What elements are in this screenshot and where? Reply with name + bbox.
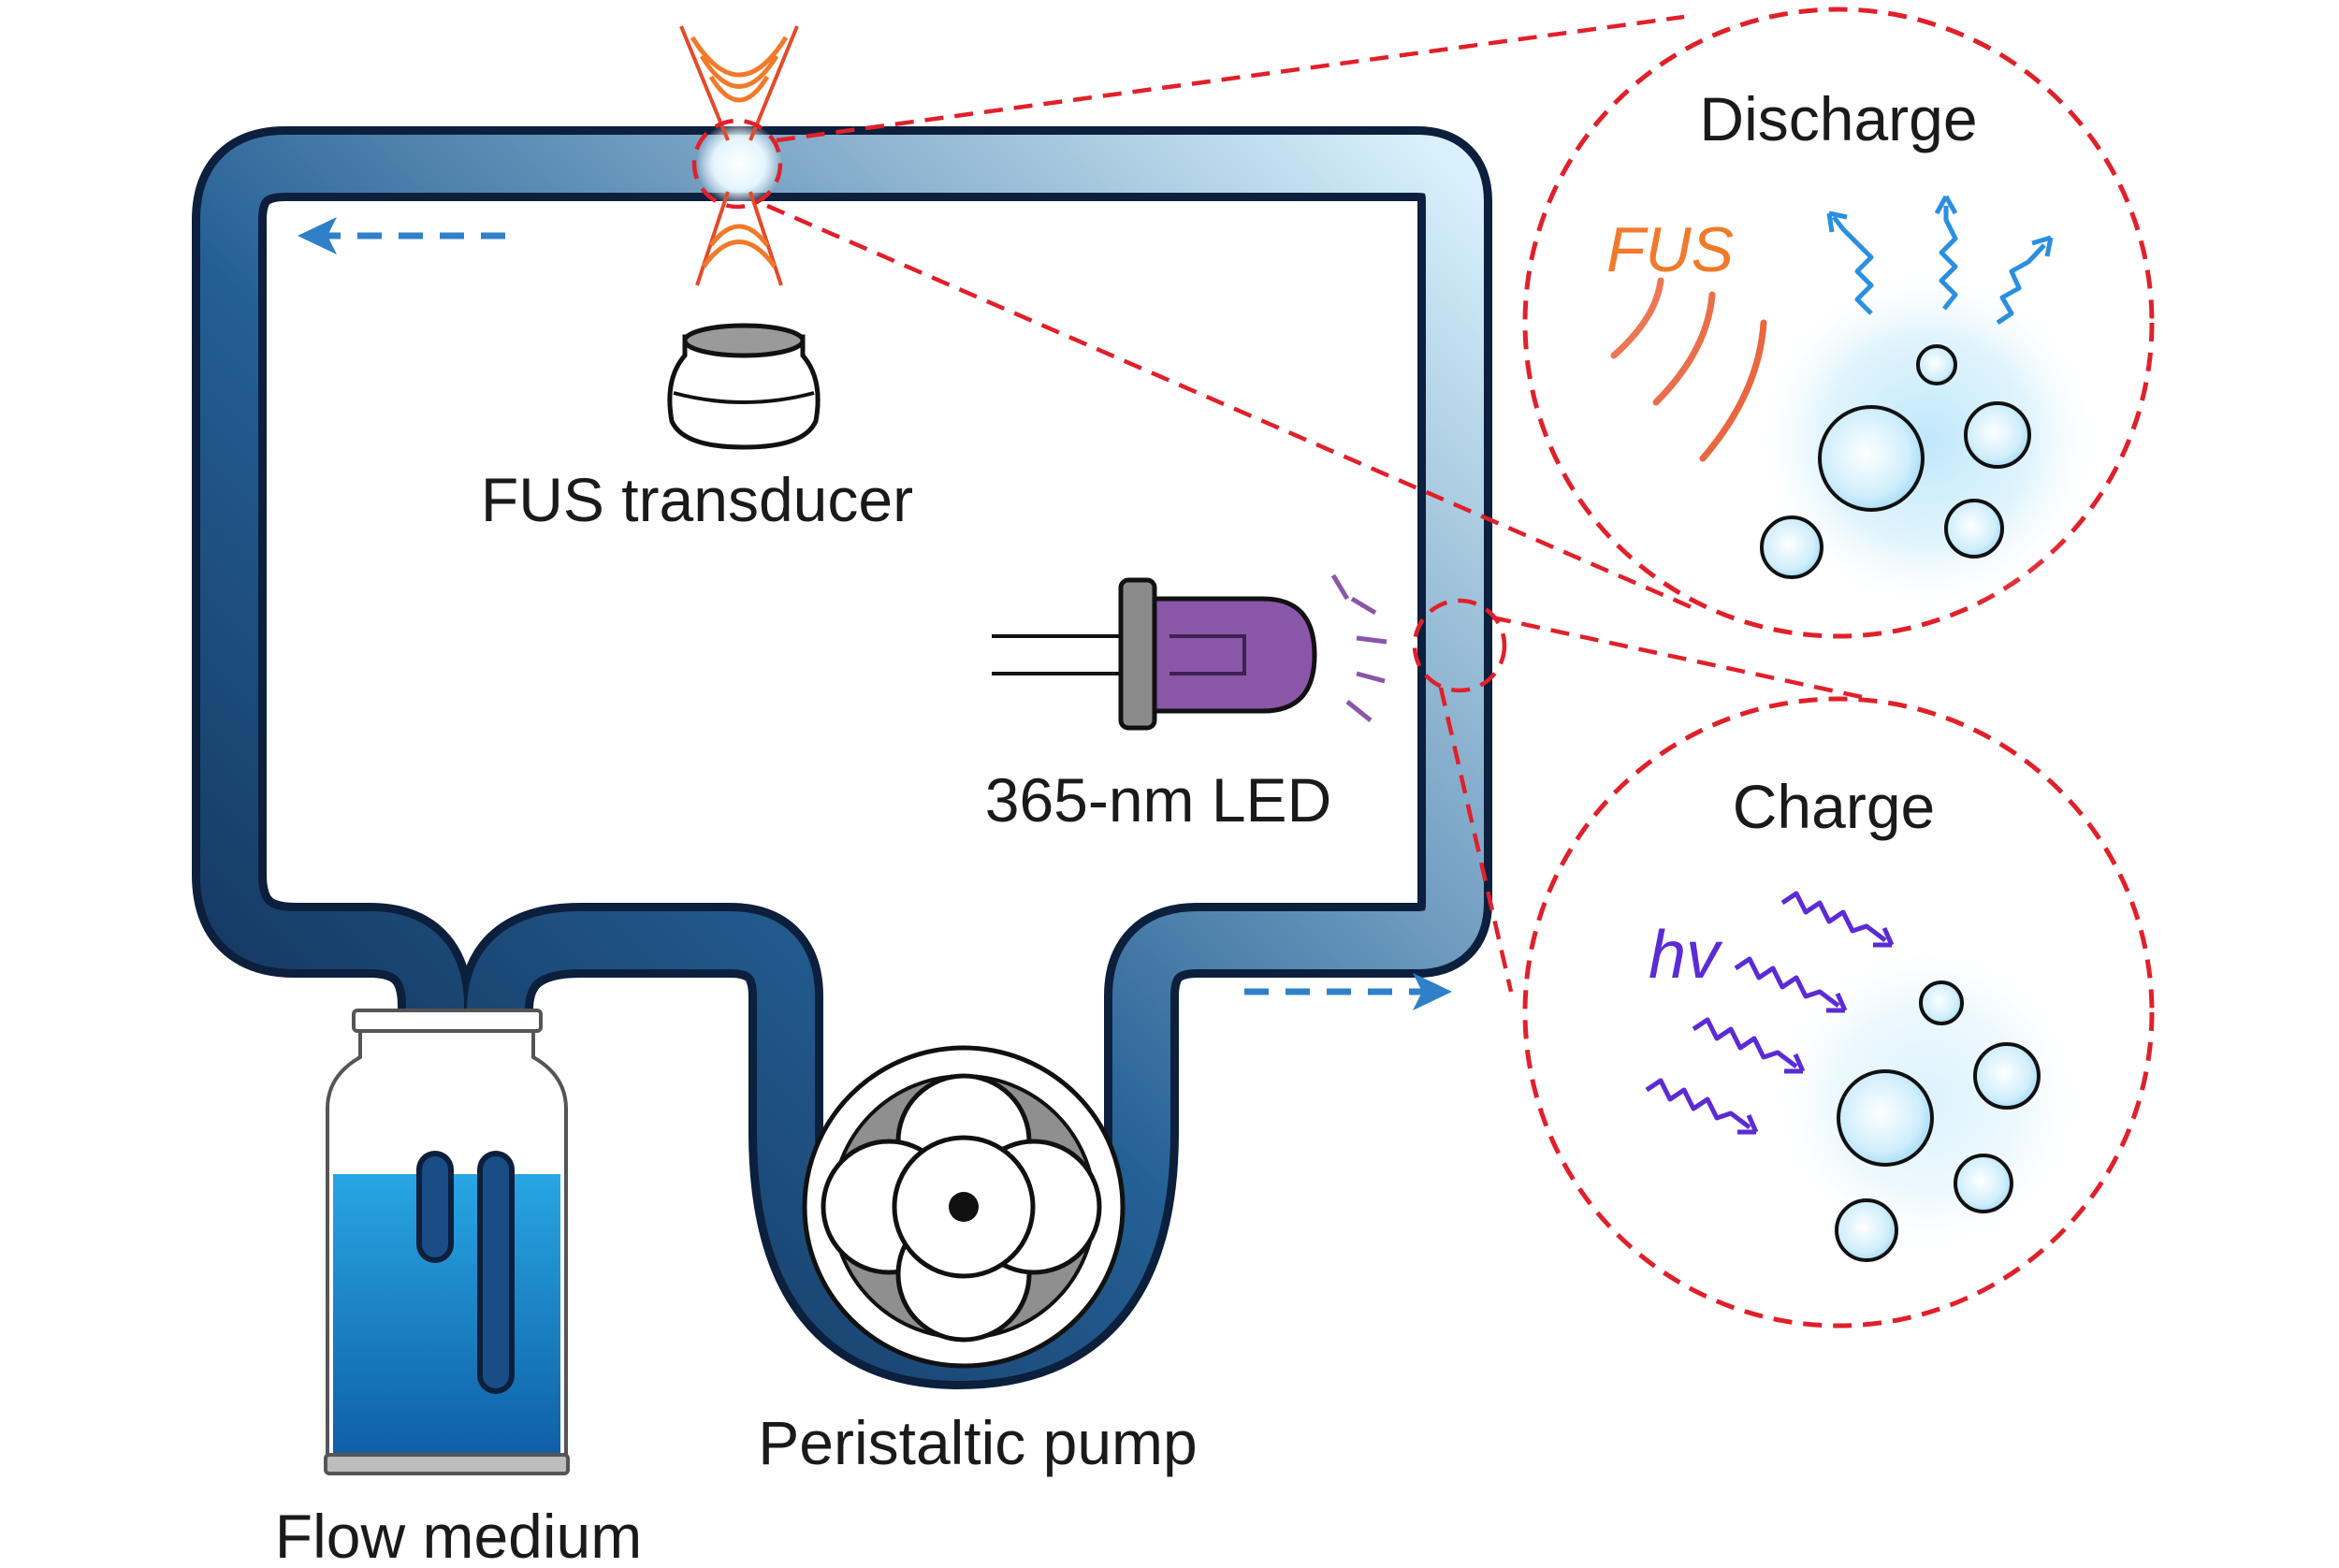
pump-rotor-icon: [802, 1045, 1126, 1369]
wave-arrow-icon: [1826, 195, 2054, 326]
fus-transducer-label: FUS transducer: [481, 465, 913, 534]
flow-medium-label: Flow medium: [275, 1502, 642, 1568]
tube-inlet: [416, 1151, 515, 1394]
flow-arrow-icon: [298, 217, 505, 254]
callout-lines: [691, 14, 1863, 993]
discharge-inset: Discharge FUS: [1522, 7, 2155, 639]
bubble-icon: [1835, 980, 2041, 1262]
hv-label: hv: [1649, 918, 1723, 993]
tube-loop: [192, 126, 1492, 1413]
ultrasound-focus-icon: [679, 25, 799, 286]
led-icon: [992, 573, 1387, 731]
charge-inset: Charge hv: [1522, 696, 2155, 1328]
bubble-icon: [1760, 344, 2031, 579]
led-label: 365-nm LED: [985, 765, 1332, 835]
fus-label: FUS: [1606, 214, 1734, 285]
transducer-icon: [667, 323, 821, 450]
wave-arrow-icon: [1645, 891, 1895, 1135]
discharge-title: Discharge: [1699, 84, 1977, 153]
charge-title: Charge: [1733, 772, 1935, 841]
flow-arrow-icon: [1244, 973, 1452, 1010]
peristaltic-pump-label: Peristaltic pump: [758, 1408, 1198, 1477]
